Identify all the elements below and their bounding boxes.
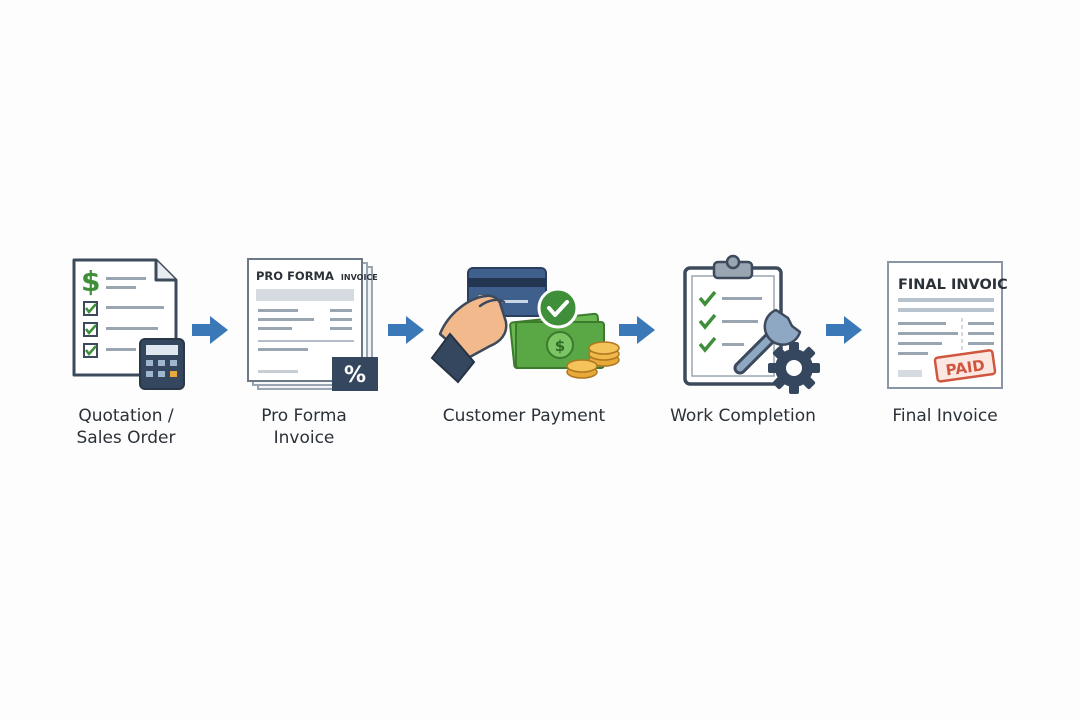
step-label-payment: Customer Payment	[442, 406, 606, 426]
arrow-right-icon	[388, 316, 424, 344]
work-completion-icon	[683, 254, 820, 394]
svg-text:PAID: PAID	[945, 356, 986, 379]
svg-text:FINAL INVOICE: FINAL INVOICE	[898, 277, 1008, 293]
arrow-right-icon	[619, 316, 655, 344]
quotation-document-icon: $	[72, 258, 185, 390]
final-invoice-icon: FINAL INVOICE PAID	[887, 261, 1008, 389]
customer-payment-icon: $	[430, 267, 620, 384]
svg-text:$: $	[81, 265, 100, 298]
arrow-right-icon	[826, 316, 862, 344]
svg-text:PRO FORMA INVOICE: PRO FORMA INVOICE	[256, 269, 378, 283]
svg-text:%: %	[344, 363, 366, 388]
proforma-invoice-icon: PRO FORMA INVOICE %	[247, 258, 378, 391]
step-label-work: Work Completion	[670, 406, 816, 426]
svg-text:$: $	[555, 337, 565, 355]
arrow-right-icon	[192, 316, 228, 344]
step-label-proforma: Pro Forma Invoice	[261, 406, 347, 448]
step-label-quotation: Quotation / Sales Order	[76, 406, 176, 448]
step-label-final: Final Invoice	[892, 406, 998, 426]
